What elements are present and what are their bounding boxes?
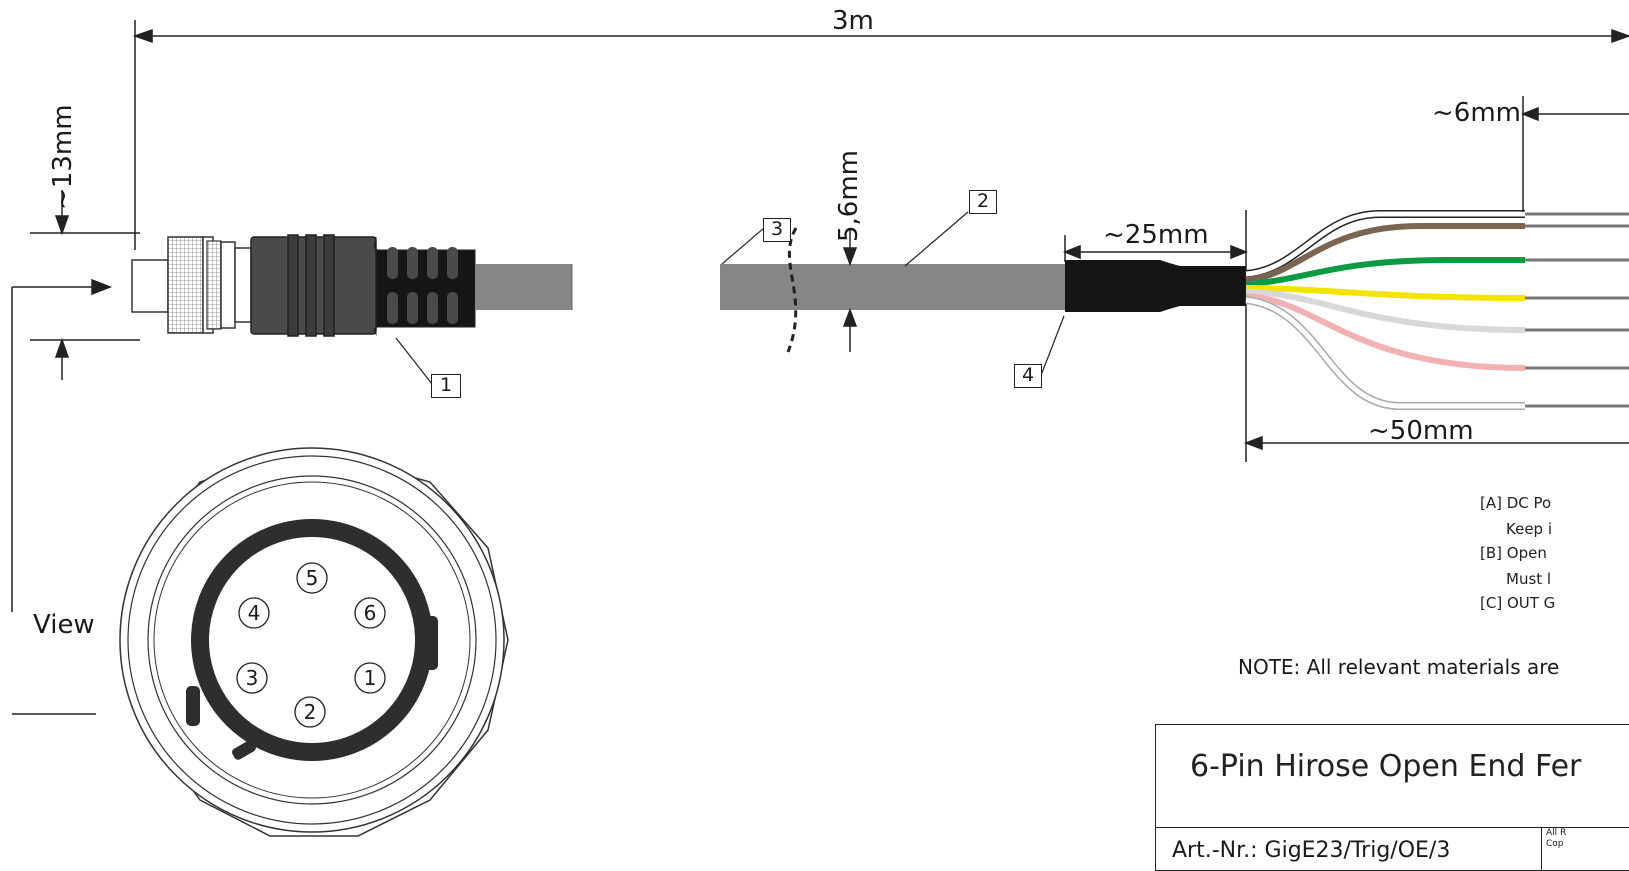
break-mark [786,227,798,353]
pin-4-circle [238,597,270,629]
pin-1-label: 1 [364,666,377,690]
article-row: Art.-Nr.: GigE23/Trig/OE/3 All R Cop [1156,827,1629,871]
dim-cable-diameter [842,228,858,352]
cable-jacket [475,264,1065,310]
drawing-title: 6-Pin Hirose Open End Fer [1190,749,1582,784]
rights-cell: All R Cop [1541,828,1629,871]
pin-6-label: 6 [364,601,377,625]
view-arrow [11,278,113,715]
callout-leaders [395,211,1065,385]
connector-face-view [119,447,509,837]
materials-note: NOTE: All relevant materials are [1238,655,1560,679]
note-b-line-2: Must l [1506,570,1552,588]
pin-5-circle [296,562,328,594]
rights-text-1: All R [1546,828,1567,838]
note-a-line-2: Keep i [1506,520,1553,538]
heat-shrink [1065,260,1246,312]
callout-1: 1 [431,374,461,398]
callout-4: 4 [1014,364,1042,388]
wire-length-label: ~50mm [1368,416,1474,446]
pin-4-label: 4 [248,601,261,625]
pin-2-circle [294,696,326,728]
hirose-connector [131,234,476,337]
dim-wire-length [1243,435,1629,451]
cable-diameter-label: 5,6mm [834,149,864,242]
dim-total-length-line [132,20,1629,250]
note-c-line-1: [C] OUT G [1480,594,1556,612]
pin-5-label: 5 [306,566,319,590]
dim-connector-diameter [30,190,140,380]
pin-2-label: 2 [304,700,317,724]
connector-diameter-label: ~13mm [48,104,78,210]
pin-1-circle [354,662,386,694]
article-number: Art.-Nr.: GigE23/Trig/OE/3 [1172,838,1451,863]
pin-6-circle [354,597,386,629]
total-length-label: 3m [832,6,874,36]
pin-3-label: 3 [246,666,259,690]
wire-bundle [1245,210,1629,410]
title-block: 6-Pin Hirose Open End Fer Art.-Nr.: GigE… [1155,724,1629,871]
note-b-line-1: [B] Open [1480,544,1547,562]
view-label: View [33,610,95,640]
shrink-length-label: ~25mm [1103,220,1209,250]
callout-3: 3 [763,218,791,242]
rights-text-2: Cop [1546,839,1564,849]
dim-strip-length [1520,96,1629,212]
dim-shrink-length [1062,210,1249,462]
note-a-line-1: [A] DC Po [1480,494,1552,512]
strip-length-label: ~6mm [1432,98,1521,128]
pin-circles: 1 2 3 4 5 6 [236,562,386,728]
pin-3-circle [236,662,268,694]
callout-2: 2 [969,190,997,214]
